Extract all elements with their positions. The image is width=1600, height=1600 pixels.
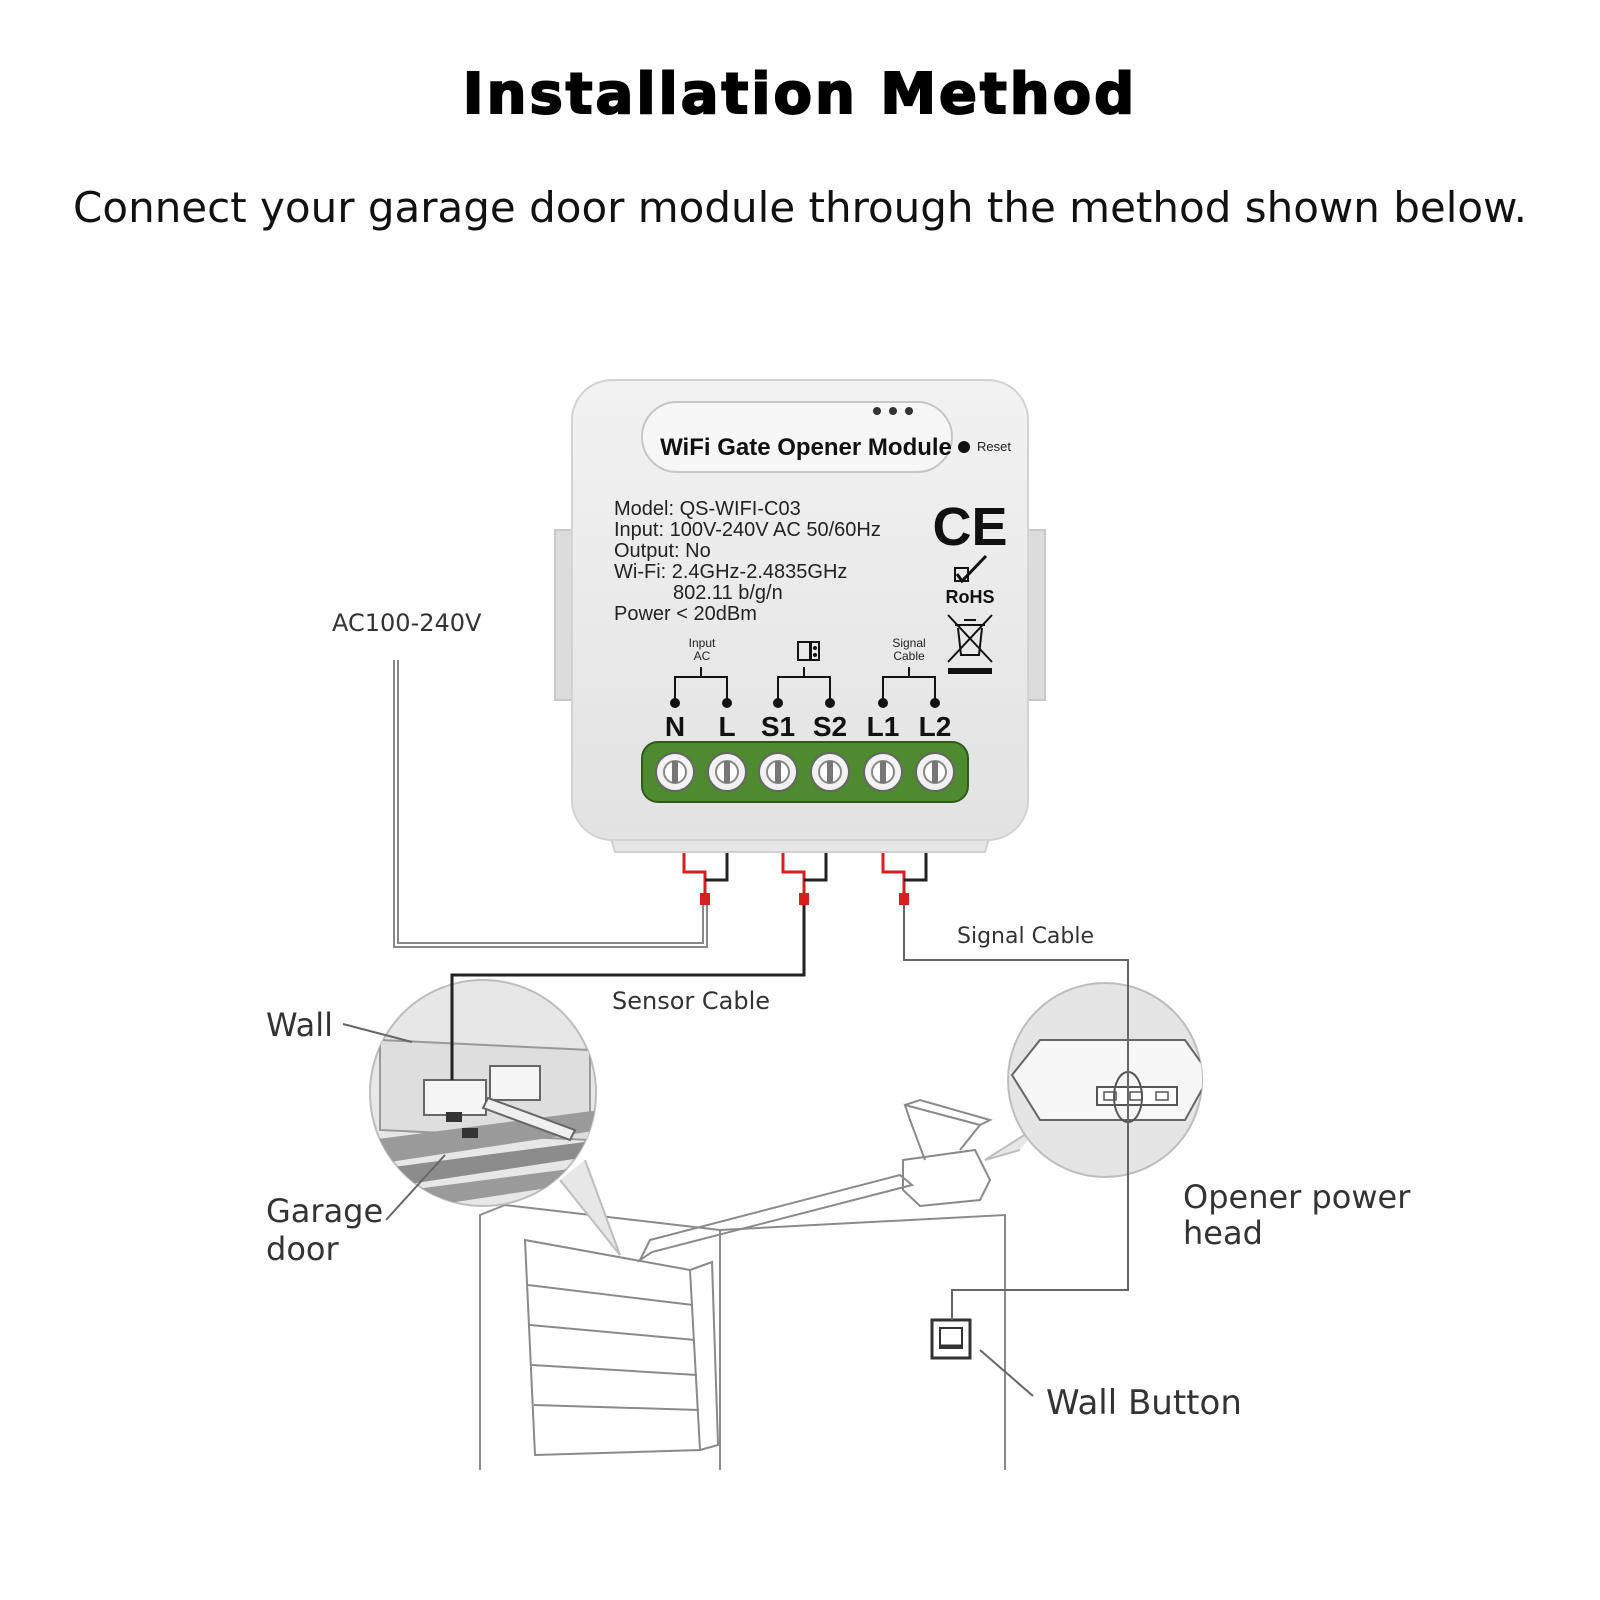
- signal-cable-label: Signal Cable: [957, 924, 1094, 949]
- diagram-labels: AC100-240V Signal Cable Sensor Cable Wal…: [266, 609, 1411, 1423]
- opener-zoom-circle: [984, 982, 1203, 1178]
- wall-leader-line: [342, 1023, 413, 1043]
- ce-mark: CE: [932, 497, 1007, 557]
- spec-wifi-standard: 802.11 b/g/n: [673, 582, 783, 604]
- page-title: Installation Method: [462, 61, 1138, 128]
- group-signal-label-2: Cable: [893, 649, 925, 663]
- spec-wifi: Wi-Fi: 2.4GHz-2.4835GHz: [614, 561, 847, 583]
- spec-power: Power < 20dBm: [614, 603, 757, 625]
- opener-label: Opener power: [1183, 1178, 1411, 1216]
- terminal-block: [641, 741, 969, 803]
- sensor-cable-label: Sensor Cable: [612, 987, 770, 1015]
- wifi-module: WiFi Gate Opener Module Reset Model: QS-…: [554, 379, 1046, 853]
- terminal-screw-icon: [810, 752, 850, 792]
- ac-voltage-label: AC100-240V: [332, 609, 482, 637]
- wall-button-label: Wall Button: [1046, 1383, 1242, 1423]
- terminal-screw-icon: [707, 752, 747, 792]
- garage-door-label: Garage: [266, 1192, 383, 1230]
- spec-model: Model: QS-WIFI-C03: [614, 498, 801, 520]
- reset-label: Reset: [977, 439, 1011, 454]
- spec-input: Input: 100V-240V AC 50/60Hz: [614, 519, 881, 541]
- wall-button-icon: [930, 1318, 972, 1360]
- terminal-label-s1: S1: [761, 711, 795, 742]
- terminal-screw-icon: [915, 752, 955, 792]
- garage-door-panels: [523, 1238, 720, 1457]
- terminal-label-l2: L2: [919, 711, 952, 742]
- wall-button-leader-line: [979, 1349, 1034, 1397]
- terminal-screw-icon: [758, 752, 798, 792]
- status-led-dots: [873, 407, 913, 415]
- spec-output: Output: No: [614, 540, 711, 562]
- weee-bin-icon: [947, 614, 993, 674]
- garage-door-label-2: door: [266, 1230, 339, 1268]
- opener-label-2: head: [1183, 1214, 1263, 1252]
- sensor-cable: [450, 905, 806, 1080]
- module-specs: Model: QS-WIFI-C03 Input: 100V-240V AC 5…: [614, 498, 881, 625]
- terminal-label-n: N: [665, 711, 685, 742]
- signal-cable: [903, 905, 1129, 1320]
- rohs-mark: RoHS: [946, 587, 995, 607]
- page-subtitle: Connect your garage door module through …: [73, 183, 1527, 232]
- terminal-label-s2: S2: [813, 711, 847, 742]
- terminal-label-l: L: [718, 711, 735, 742]
- garage-illustration: [479, 1098, 1006, 1470]
- module-name: WiFi Gate Opener Module: [660, 434, 952, 461]
- module-nameplate: [641, 401, 953, 473]
- reset-button: [958, 441, 970, 453]
- garage-door-leader-line: [385, 1154, 446, 1221]
- wall-label: Wall: [266, 1006, 333, 1044]
- door-sensor-icon: [797, 641, 820, 661]
- group-input-label-2: AC: [694, 649, 711, 663]
- terminal-dots: [670, 698, 940, 708]
- terminal-screw-icon: [655, 752, 695, 792]
- group-signal-label: Signal: [892, 636, 925, 650]
- terminal-labels: N L S1 S2 L1 L2: [665, 711, 951, 742]
- opener-head-sketch: [902, 1098, 993, 1208]
- rohs-check-icon: [954, 554, 988, 584]
- terminal-brackets: [674, 667, 936, 703]
- terminal-label-l1: L1: [867, 711, 900, 742]
- terminal-screws: [655, 752, 955, 792]
- group-input-label: Input: [689, 636, 716, 650]
- sensor-zoom-circle: [369, 979, 621, 1256]
- wiring: [393, 660, 1129, 1320]
- terminal-screw-icon: [863, 752, 903, 792]
